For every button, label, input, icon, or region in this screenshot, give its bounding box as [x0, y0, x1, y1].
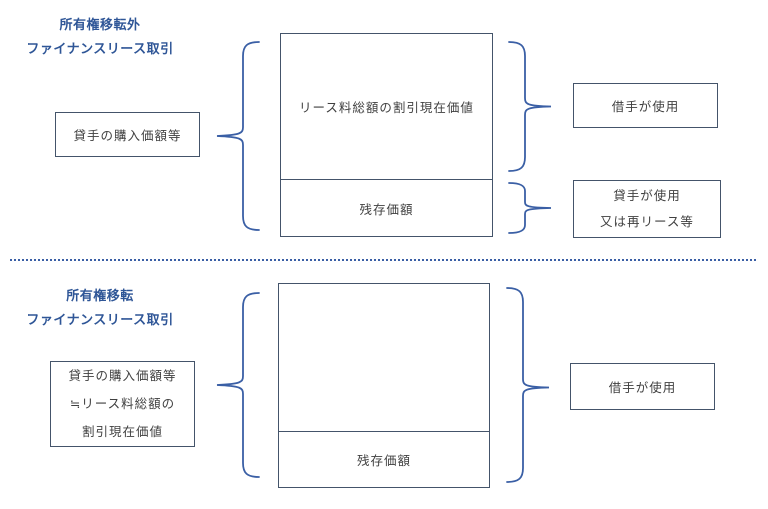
bottom-right-brace — [506, 287, 550, 483]
top-center-stack: リース料総額の割引現在価値 残存価額 — [280, 33, 493, 237]
bottom-stack-upper-cell — [279, 284, 489, 431]
top-left-box-label: 貸手の購入価額等 — [73, 129, 182, 143]
bottom-stack-lower-label: 残存価額 — [356, 454, 411, 468]
top-right-box-upper-label: 借手が使用 — [611, 100, 680, 114]
top-right-brace-lower — [508, 182, 552, 234]
section-bottom-title-line2: ファイナンスリース取引 — [26, 312, 174, 327]
top-right-box-lower-line1: 貸手が使用 — [613, 189, 681, 203]
section-top-title-line1: 所有権移転外 — [59, 17, 141, 32]
bottom-left-box-line3: 割引現在価値 — [81, 425, 163, 439]
bottom-left-box-line2: ≒リース料総額の — [69, 397, 176, 411]
top-right-box-lower-line2: 又は再リース等 — [600, 215, 694, 229]
bottom-stack-lower-cell: 残存価額 — [279, 431, 489, 487]
top-stack-upper-cell: リース料総額の割引現在価値 — [281, 34, 492, 179]
section-divider-dotted-line — [10, 259, 757, 261]
top-right-box-lower: 貸手が使用 又は再リース等 — [573, 180, 721, 238]
bottom-left-box: 貸手の購入価額等 ≒リース料総額の 割引現在価値 — [50, 361, 195, 447]
top-left-brace — [216, 41, 260, 231]
bottom-right-box-label: 借手が使用 — [608, 381, 677, 395]
top-stack-lower-cell: 残存価額 — [281, 179, 492, 236]
section-top-title: 所有権移転外 ファイナンスリース取引 — [24, 13, 176, 61]
bottom-left-box-line1: 貸手の購入価額等 — [68, 369, 177, 383]
bottom-center-stack: 残存価額 — [278, 283, 490, 488]
top-stack-upper-label: リース料総額の割引現在価値 — [299, 101, 474, 115]
section-bottom-title-line1: 所有権移転 — [66, 288, 134, 303]
section-bottom-title: 所有権移転 ファイナンスリース取引 — [24, 284, 176, 332]
top-left-box: 貸手の購入価額等 — [55, 112, 200, 157]
bottom-right-box: 借手が使用 — [570, 363, 715, 410]
section-top-title-line2: ファイナンスリース取引 — [26, 41, 174, 56]
top-stack-lower-label: 残存価額 — [359, 202, 414, 217]
bottom-left-brace — [216, 292, 260, 478]
top-right-box-upper: 借手が使用 — [573, 83, 718, 128]
top-right-brace-upper — [508, 41, 552, 172]
